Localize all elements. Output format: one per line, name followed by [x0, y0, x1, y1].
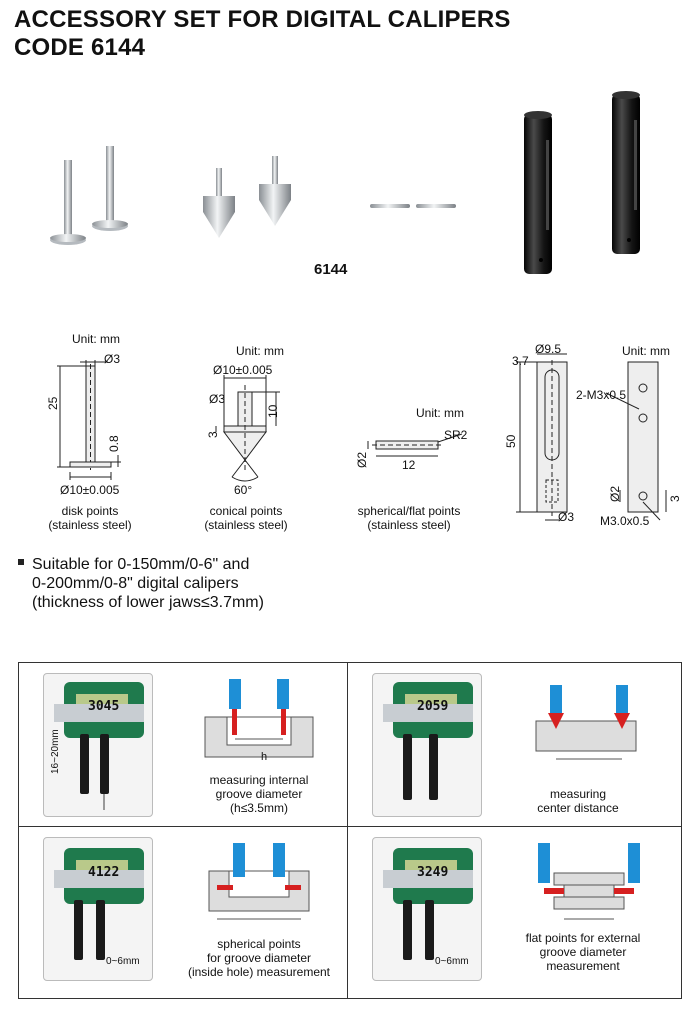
conical-dim-small: 3 — [206, 431, 220, 438]
title-line-1: ACCESSORY SET FOR DIGITAL CALIPERS — [14, 6, 511, 33]
cell-2-line1: measuring — [549, 787, 607, 801]
feature-line-1: Suitable for 0-150mm/0-6" and — [32, 556, 250, 573]
cell-1-line1: measuring internal — [209, 773, 309, 787]
application-cell-2: 2059 measuring center distance — [348, 663, 676, 826]
conical-caption-line1: conical points — [209, 504, 283, 518]
page-title: ACCESSORY SET FOR DIGITAL CALIPERS CODE … — [14, 6, 511, 62]
application-cell-3: 4122 0~6mm spherical points for groove d… — [19, 827, 347, 990]
application-cell-4: 3249 0~6mm flat points for external groo… — [348, 827, 676, 990]
holder-dim-top: Ø9.5 — [535, 342, 562, 356]
drawings-svg — [57, 353, 667, 521]
cell-4-line2: groove diameter — [539, 945, 627, 959]
holder-dim-thread2: M3.0x0.5 — [600, 514, 650, 528]
conical-caption: conical points (stainless steel) — [186, 504, 306, 532]
application-cell-1: 3045 16~20mm h measuring internal groove… — [19, 663, 347, 826]
caliper-photo-1: 3045 16~20mm — [43, 673, 153, 817]
disk-dim-base: Ø10±0.005 — [60, 483, 120, 497]
caption-cell-2: measuring center distance — [493, 787, 663, 815]
conical-unit: Unit: mm — [236, 344, 284, 358]
h-label: h — [261, 751, 268, 763]
caliper-photo-3: 4122 0~6mm — [43, 837, 153, 981]
spherical-dim-dia: Ø2 — [355, 451, 369, 468]
caliper-photo-4: 3249 0~6mm — [372, 837, 482, 981]
cell-3-line3: (inside hole) measurement — [187, 965, 331, 979]
holder-dim-len: 50 — [504, 434, 518, 448]
conical-caption-line2: (stainless steel) — [204, 518, 288, 532]
disk-unit: Unit: mm — [72, 332, 120, 346]
caliper-photo-2: 2059 — [372, 673, 482, 817]
product-photo-row — [0, 80, 700, 290]
technical-drawings: Unit: mm Ø3 25 0.8 Ø10±0.005 disk points… — [0, 330, 700, 540]
spherical-caption-line2: (stainless steel) — [367, 518, 451, 532]
spherical-caption-line1: spherical/flat points — [357, 504, 461, 518]
disk-dim-small: 0.8 — [107, 435, 121, 452]
product-photo — [50, 91, 640, 274]
disk-caption-line1: disk points — [61, 504, 119, 518]
caption-cell-1: measuring internal groove diameter (h≤3.… — [174, 773, 344, 815]
side-label-4: 0~6mm — [435, 956, 469, 967]
lcd-readout-1: 3045 — [88, 699, 120, 714]
holder-rod-1 — [524, 111, 552, 274]
diagram-internal-groove — [204, 679, 314, 758]
spherical-unit: Unit: mm — [416, 406, 464, 420]
disk-point-1 — [50, 160, 86, 245]
flat-points — [370, 204, 456, 208]
cell-2-line2: center distance — [537, 801, 619, 815]
lcd-readout-2: 2059 — [417, 699, 449, 714]
diagram-spherical-groove — [208, 843, 310, 920]
cell-3-line2: for groove diameter — [206, 951, 312, 965]
holder-dim-bore: Ø3 — [558, 510, 575, 524]
conical-dim-len: 10 — [266, 404, 280, 418]
disk-caption: disk points (stainless steel) — [30, 504, 150, 532]
spherical-dim-len: 12 — [402, 458, 416, 472]
spherical-dim-radius: SR2 — [444, 428, 468, 442]
cell-4-line1: flat points for external — [525, 931, 641, 945]
caption-cell-3: spherical points for groove diameter (in… — [174, 937, 344, 979]
side-label-3: 0~6mm — [106, 956, 140, 967]
diagram-external-groove — [538, 843, 640, 920]
cell-4-line3: measurement — [546, 959, 620, 973]
disk-dim-top: Ø3 — [104, 352, 121, 366]
grid-divider-vertical — [347, 663, 348, 998]
holder-rod-2 — [612, 91, 640, 254]
lcd-readout-4: 3249 — [417, 865, 449, 880]
holder-unit: Unit: mm — [622, 344, 670, 358]
diagram-center-distance — [535, 685, 637, 760]
application-grid: 3045 16~20mm h measuring internal groove… — [18, 662, 682, 999]
holder-dim-hole: Ø2 — [608, 485, 622, 502]
disk-caption-line2: (stainless steel) — [48, 518, 132, 532]
cell-1-line3: (h≤3.5mm) — [230, 801, 288, 815]
caption-cell-4: flat points for external groove diameter… — [498, 931, 668, 973]
cell-3-line1: spherical points — [217, 937, 301, 951]
holder-dim-thread: 2-M3x0.5 — [576, 388, 627, 402]
disk-dim-height: 25 — [46, 396, 60, 410]
holder-dim-wall: 3.7 — [512, 354, 529, 368]
product-code: 6144 — [314, 261, 348, 278]
grid-divider-horizontal — [19, 826, 681, 827]
conical-point-1 — [203, 168, 235, 238]
conical-dim-shaft: Ø3 — [209, 392, 226, 406]
conical-point-2 — [259, 156, 291, 226]
title-line-2: CODE 6144 — [14, 34, 146, 61]
conical-dim-angle: 60° — [234, 483, 253, 497]
side-label-1: 16~20mm — [50, 729, 61, 774]
cell-1-line2: groove diameter — [215, 787, 303, 801]
disk-point-2 — [92, 146, 128, 231]
holder-dim-offset: 3 — [668, 495, 682, 502]
feature-line-3: (thickness of lower jaws≤3.7mm) — [32, 594, 264, 611]
spherical-caption: spherical/flat points (stainless steel) — [344, 504, 474, 532]
bullet-square-icon — [18, 559, 24, 565]
lcd-readout-3: 4122 — [88, 865, 120, 880]
conical-dim-top: Ø10±0.005 — [213, 363, 273, 377]
feature-line-2: 0-200mm/0-8" digital calipers — [32, 575, 239, 592]
